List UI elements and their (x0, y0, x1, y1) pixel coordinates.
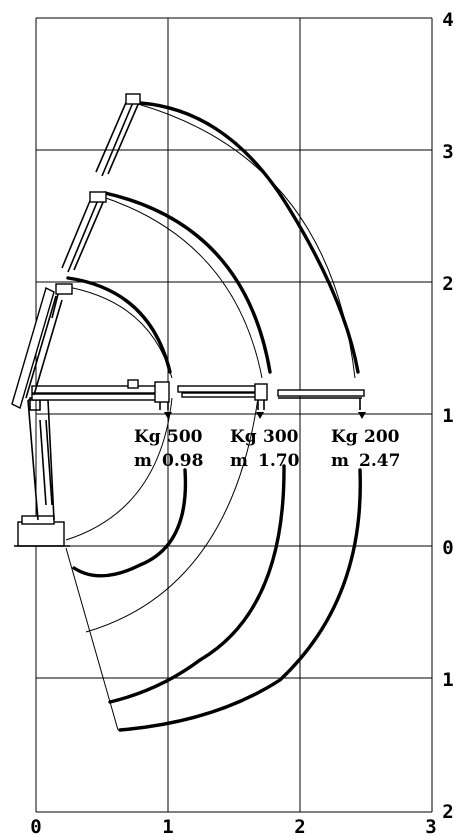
y-tick-2: 2 (442, 273, 453, 295)
load-weight-unit-3: Kg (331, 427, 358, 447)
hook-marker-3 (358, 412, 366, 419)
raised-boom-low (11, 283, 73, 410)
upper-curve-200 (138, 101, 360, 374)
load-labels: Kg 500 m 0.98 Kg 300 m 1.70 Kg 200 m 2.4… (134, 427, 400, 471)
lower-curve-200 (118, 468, 362, 732)
load-label-200: Kg 200 m 2.47 (331, 427, 400, 471)
y-tick-1: 1 (442, 405, 453, 427)
y-axis-labels: 4 3 2 1 0 1 2 (442, 9, 453, 823)
upper-curve-300 (103, 191, 272, 374)
lower-curve-300 (108, 464, 286, 704)
upper-load-curves (66, 101, 360, 374)
load-reach-unit-1: m (134, 451, 152, 471)
x-axis-labels: 0 1 2 3 (30, 816, 436, 838)
x-tick-2: 2 (294, 816, 305, 838)
x-tick-0: 0 (30, 816, 41, 838)
load-reach-unit-3: m (331, 451, 349, 471)
raised-boom-mid (61, 191, 107, 273)
load-weight-2: 300 (263, 427, 299, 447)
load-reach-unit-2: m (230, 451, 248, 471)
x-tick-3: 3 (425, 816, 436, 838)
load-reach-2: 1.70 (258, 451, 300, 471)
y-tick-neg-2: 2 (442, 801, 453, 823)
hook-marker-2 (256, 412, 264, 419)
hook-marker-1 (164, 412, 172, 419)
x-tick-1: 1 (162, 816, 173, 838)
crane-base (17, 521, 65, 547)
y-tick-0: 0 (442, 537, 453, 559)
load-reach-3: 2.47 (359, 451, 400, 471)
load-label-500: Kg 500 m 0.98 (134, 427, 203, 471)
horizontal-boom (31, 379, 365, 410)
load-reach-1: 0.98 (162, 451, 203, 471)
upper-curve-500 (66, 276, 172, 374)
y-tick-neg-1: 1 (442, 669, 453, 691)
lower-load-curves (72, 464, 362, 732)
lower-curve-500 (72, 468, 188, 578)
crane-structure (11, 93, 366, 547)
crane-column (27, 399, 55, 521)
load-weight-3: 200 (364, 427, 400, 447)
load-label-300: Kg 300 m 1.70 (230, 427, 300, 471)
y-tick-4: 4 (442, 9, 453, 31)
raised-boom-high (95, 93, 141, 177)
y-tick-3: 3 (442, 141, 453, 163)
load-weight-unit-1: Kg (134, 427, 161, 447)
load-weight-1: 500 (167, 427, 203, 447)
grid (35, 17, 433, 813)
load-weight-unit-2: Kg (230, 427, 257, 447)
